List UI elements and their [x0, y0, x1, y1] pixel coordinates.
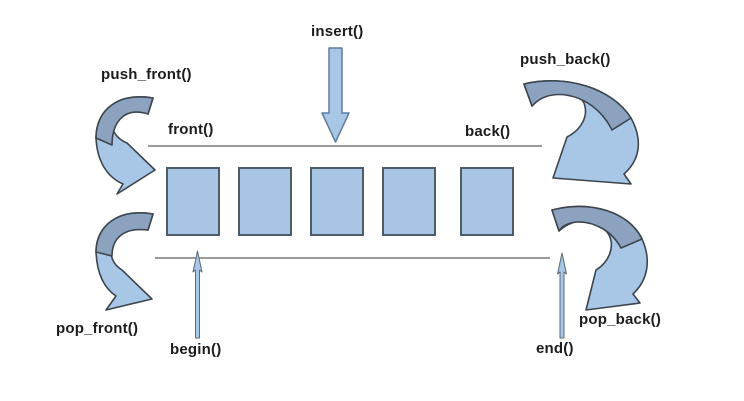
label-pop-front: pop_front() — [56, 320, 139, 337]
insert-arrow — [321, 47, 350, 143]
label-front: front() — [168, 121, 214, 138]
pop-back-arrow — [551, 205, 649, 311]
label-push-back: push_back() — [520, 51, 611, 68]
label-end: end() — [536, 340, 574, 357]
pop-front-arrow — [95, 212, 154, 311]
push-back-arrow — [523, 80, 640, 185]
label-push-front: push_front() — [101, 66, 192, 83]
deque-elements — [166, 167, 514, 236]
deque-element-box — [460, 167, 514, 236]
label-back: back() — [465, 123, 511, 140]
end-pointer-arrow — [557, 252, 567, 339]
deque-element-box — [166, 167, 220, 236]
label-pop-back: pop_back() — [579, 311, 662, 328]
deque-element-box — [238, 167, 292, 236]
label-begin: begin() — [170, 341, 222, 358]
begin-pointer-arrow — [192, 250, 203, 339]
deque-element-box — [382, 167, 436, 236]
push-front-arrow — [95, 96, 156, 195]
label-insert: insert() — [311, 23, 364, 40]
deque-element-box — [310, 167, 364, 236]
